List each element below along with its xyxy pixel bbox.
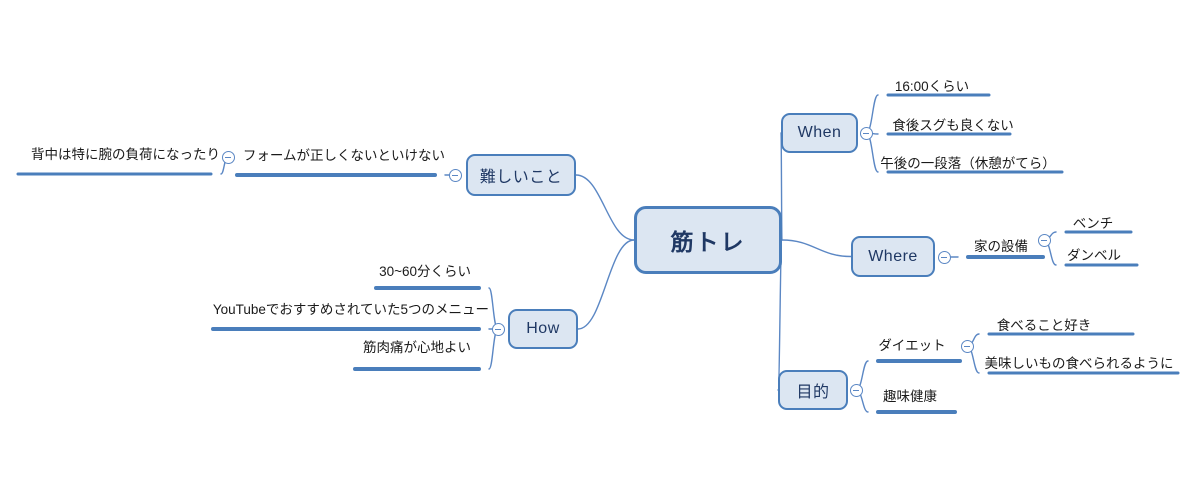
leaf-label[interactable]: 美味しいもの食べられるように	[984, 356, 1174, 371]
node-label: When	[797, 124, 842, 141]
collapse-toggle[interactable]	[448, 168, 462, 182]
branch-node-when[interactable]: When	[781, 113, 858, 153]
collapse-toggle[interactable]	[1037, 233, 1051, 247]
collapse-toggle[interactable]	[849, 383, 863, 397]
node-label: Where	[868, 247, 918, 265]
node-label: 目的	[796, 384, 830, 401]
leaf-label[interactable]: ダンベル	[1067, 248, 1121, 263]
root-node[interactable]: 筋トレ	[634, 206, 782, 274]
leaf-label[interactable]: 背中は特に腕の負荷になったり	[31, 147, 220, 162]
leaf-label[interactable]: 食後スグも良くない	[892, 118, 1014, 133]
connector-line	[575, 174, 635, 241]
leaf-label[interactable]: ダイエット	[878, 338, 946, 353]
leaf-label[interactable]: 16:00くらい	[894, 79, 970, 94]
leaf-label[interactable]: YouTubeでおすすめされていた5つのメニュー	[212, 302, 489, 317]
connector-line	[577, 239, 635, 330]
branch-node-purpose[interactable]: 目的	[778, 370, 848, 410]
branch-node-how[interactable]: How	[508, 309, 578, 349]
collapse-toggle[interactable]	[937, 250, 951, 264]
leaf-label[interactable]: 食べること好き	[996, 318, 1092, 333]
collapse-toggle[interactable]	[859, 126, 873, 140]
branch-node-difficult[interactable]: 難しいこと	[466, 154, 576, 196]
leaf-label[interactable]: 家の設備	[974, 239, 1028, 254]
node-label: How	[526, 320, 560, 337]
leaf-label[interactable]: 趣味健康	[883, 389, 937, 404]
collapse-toggle[interactable]	[491, 322, 505, 336]
collapse-toggle[interactable]	[221, 150, 235, 164]
leaf-label[interactable]: フォームが正しくないといけない	[242, 148, 445, 163]
leaf-label[interactable]: 午後の一段落（休憩がてら）	[880, 156, 1056, 171]
leaf-label[interactable]: 30~60分くらい	[379, 264, 471, 279]
node-label: 筋トレ	[670, 229, 746, 255]
connector-line	[781, 239, 852, 258]
collapse-toggle[interactable]	[960, 339, 974, 353]
branch-node-where[interactable]: Where	[851, 236, 935, 277]
leaf-label[interactable]: ベンチ	[1072, 216, 1114, 231]
node-label: 難しいこと	[479, 169, 563, 186]
leaf-label[interactable]: 筋肉痛が心地よい	[363, 340, 471, 355]
